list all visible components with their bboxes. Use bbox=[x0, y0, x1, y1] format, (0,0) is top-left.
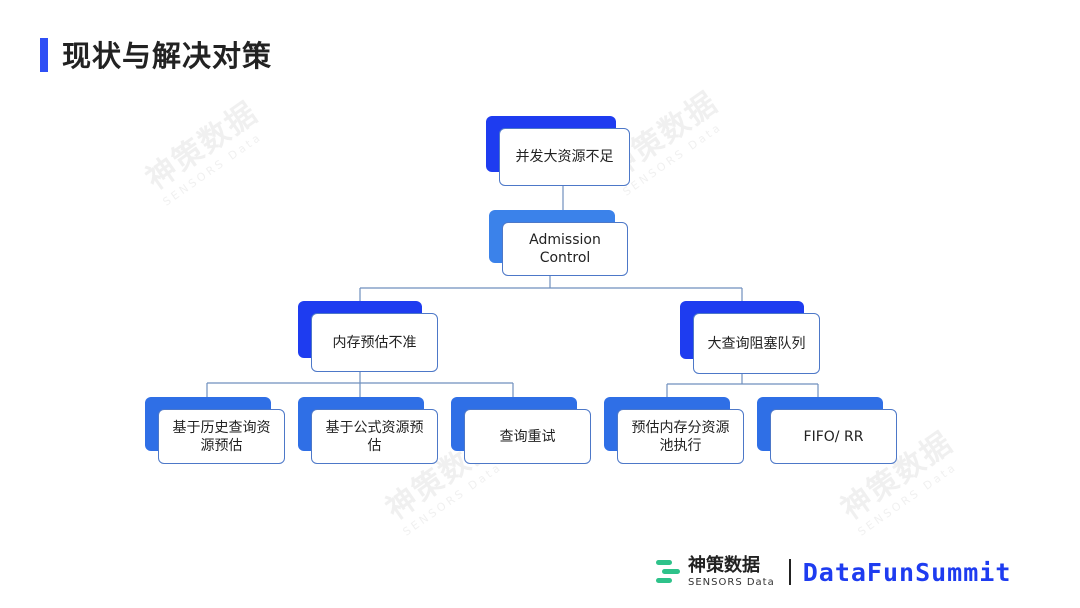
node-box: Admission Control bbox=[502, 222, 628, 276]
node-branch-memory-estimate: 内存预估不准 bbox=[298, 301, 438, 374]
node-box: 查询重试 bbox=[464, 409, 591, 464]
footer-brand-en: SENSORS Data bbox=[688, 576, 775, 588]
node-leaf: 预估内存分资源池执行 bbox=[604, 397, 744, 466]
node-branch-large-query-blocking: 大查询阻塞队列 bbox=[680, 301, 820, 376]
node-label: 基于历史查询资源预估 bbox=[172, 419, 271, 454]
footer-divider bbox=[788, 559, 791, 585]
sensors-data-logo-icon bbox=[654, 556, 682, 588]
node-label: 并发大资源不足 bbox=[515, 149, 614, 165]
footer-brand: 神策数据 SENSORS Data bbox=[688, 554, 775, 588]
node-label: 预估内存分资源池执行 bbox=[631, 419, 730, 454]
node-leaf: 查询重试 bbox=[451, 397, 591, 466]
node-root: 并发大资源不足 bbox=[486, 116, 630, 188]
node-label: 基于公式资源预估 bbox=[325, 419, 424, 454]
footer-brand-cn: 神策数据 bbox=[688, 554, 760, 576]
footer: 神策数据 SENSORS Data DataFunSummit bbox=[654, 552, 1011, 592]
node-label: Admission Control bbox=[529, 232, 601, 266]
node-box: 内存预估不准 bbox=[311, 313, 438, 372]
node-leaf: 基于历史查询资源预估 bbox=[145, 397, 285, 466]
node-box: FIFO/ RR bbox=[770, 409, 897, 464]
node-box: 基于公式资源预估 bbox=[311, 409, 438, 464]
node-box: 基于历史查询资源预估 bbox=[158, 409, 285, 464]
node-admission-control: Admission Control bbox=[489, 210, 629, 278]
footer-event-name: DataFunSummit bbox=[802, 557, 1012, 587]
node-label: FIFO/ RR bbox=[803, 428, 864, 445]
node-leaf: 基于公式资源预估 bbox=[298, 397, 438, 466]
node-box: 预估内存分资源池执行 bbox=[617, 409, 744, 464]
node-box: 并发大资源不足 bbox=[499, 128, 630, 186]
page-title: 现状与解决对策 bbox=[62, 39, 273, 73]
node-leaf: FIFO/ RR bbox=[757, 397, 897, 466]
node-label: 大查询阻塞队列 bbox=[707, 335, 806, 352]
node-label: 内存预估不准 bbox=[332, 334, 417, 351]
node-box: 大查询阻塞队列 bbox=[693, 313, 820, 374]
title-accent-bar bbox=[40, 38, 48, 72]
node-label: 查询重试 bbox=[499, 428, 556, 445]
